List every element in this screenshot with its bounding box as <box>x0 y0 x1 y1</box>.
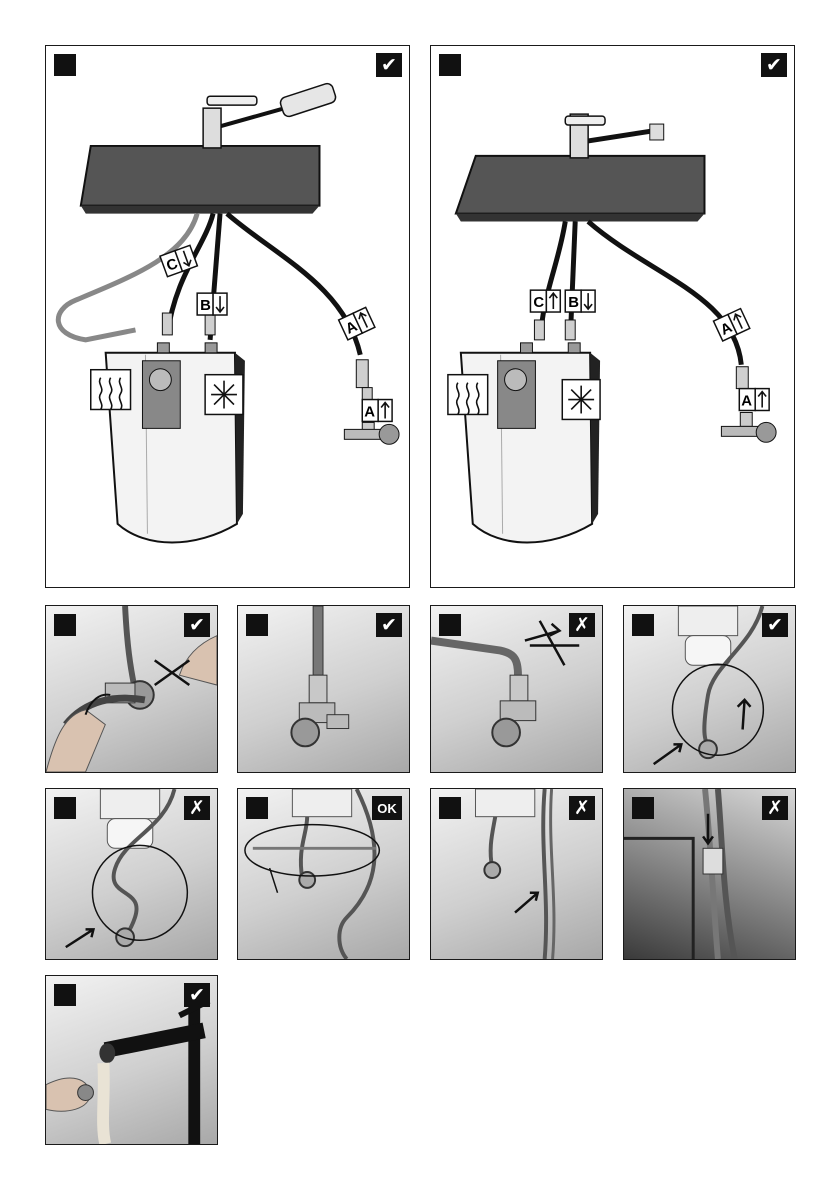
step-number-badge <box>54 614 76 636</box>
check-icon: ✔ <box>376 613 402 637</box>
step-number-badge <box>632 797 654 819</box>
valve-tag-a: A <box>741 394 752 410</box>
diagram-panel-pull-out-spray: ✔ C B A <box>45 45 410 588</box>
check-icon: ✔ <box>376 53 402 77</box>
valve-tag-a: A <box>364 404 375 420</box>
hose-tag-b: B <box>568 295 579 311</box>
photo-panel-tighten-spanner: ✔ <box>45 605 218 773</box>
cross-icon: ✗ <box>569 613 595 637</box>
photo-panel-hose-bent: ✗ <box>430 605 603 773</box>
under-sink-heater-diagram: C B A <box>431 46 794 587</box>
hose-tag-c: C <box>533 295 544 311</box>
check-icon: ✔ <box>761 53 787 77</box>
check-icon: ✔ <box>184 613 210 637</box>
photo-panel-clean-aerator: ✔ <box>45 975 218 1145</box>
step-number-badge <box>54 54 76 76</box>
under-sink-heater-diagram: C B A <box>46 46 409 587</box>
step-number-badge <box>632 614 654 636</box>
cross-icon: ✗ <box>184 796 210 820</box>
step-number-badge <box>246 797 268 819</box>
hose-tag-b: B <box>200 298 211 314</box>
photo-panel-hoses-touching: ✗ <box>623 788 796 960</box>
photo-panel-weight-looped: ✗ <box>45 788 218 960</box>
photo-panel-angle-valve: ✔ <box>237 605 410 773</box>
photo-panel-hose-twisted: ✗ <box>430 788 603 960</box>
step-number-badge <box>439 614 461 636</box>
cross-icon: ✗ <box>762 796 788 820</box>
cross-icon: ✗ <box>569 796 595 820</box>
step-number-badge <box>246 614 268 636</box>
photo-panel-weight-free: ✔ <box>623 605 796 773</box>
diagram-panel-fixed-spout: ✔ C B A <box>430 45 795 588</box>
photo-panel-hose-loop-ok: OK <box>237 788 410 960</box>
step-number-badge <box>439 54 461 76</box>
step-number-badge <box>439 797 461 819</box>
check-icon: ✔ <box>184 983 210 1007</box>
ok-badge: OK <box>372 796 402 820</box>
step-number-badge <box>54 984 76 1006</box>
step-number-badge <box>54 797 76 819</box>
check-icon: ✔ <box>762 613 788 637</box>
